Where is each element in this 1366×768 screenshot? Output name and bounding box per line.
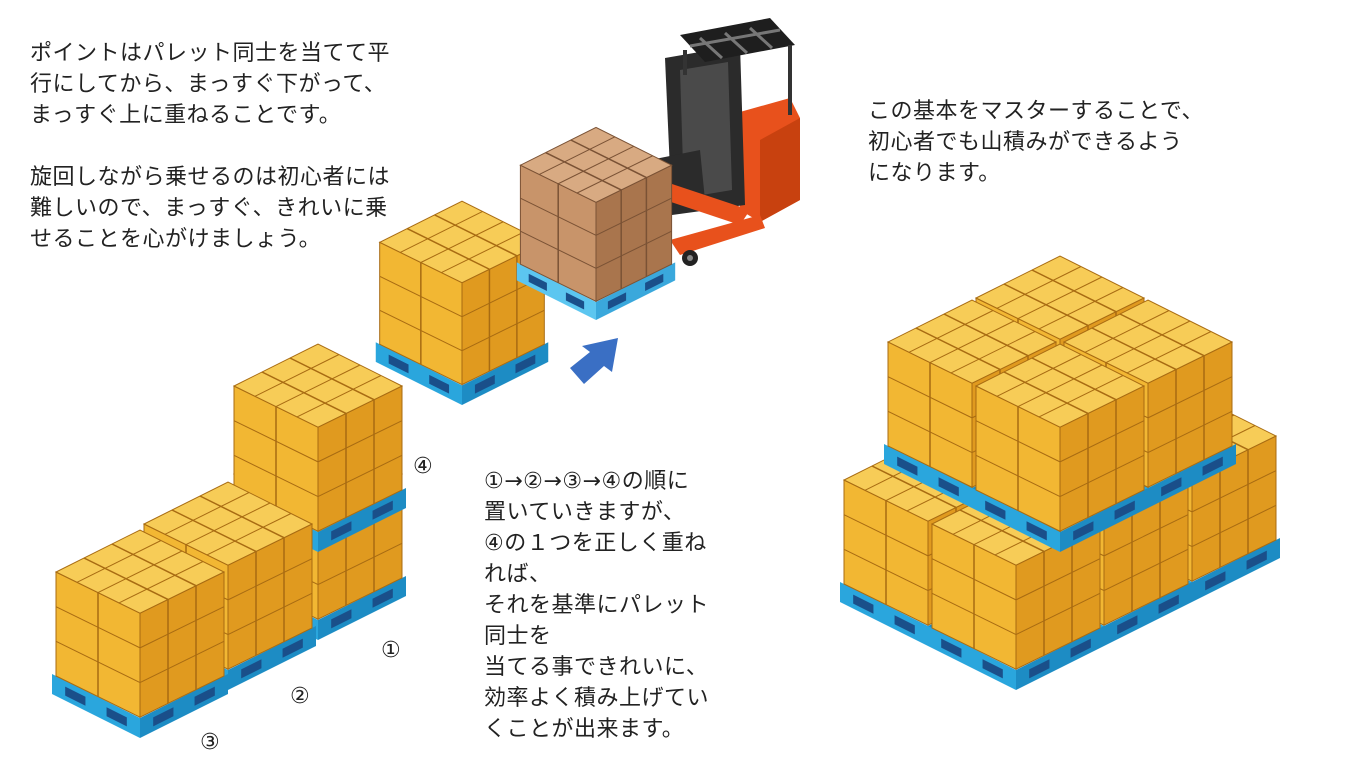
pallet-slot	[1202, 456, 1223, 476]
instruction-paragraph-2: 旋回しながら乗せるのは初心者には 難しいので、まっすぐ、きれいに乗 せることを心…	[30, 162, 390, 255]
pallet-slot	[565, 292, 585, 310]
pallet-slot	[938, 477, 959, 497]
pallet-slot	[474, 374, 495, 394]
pallet-slot	[282, 638, 303, 658]
pallet-slot	[1029, 659, 1050, 679]
pallet-slot	[1026, 521, 1047, 541]
text-line: 旋回しながら乗せるのは初心者には	[30, 165, 391, 190]
pallet-slot	[331, 521, 352, 541]
pallet-slot	[1161, 477, 1182, 497]
step-label-2: ②	[290, 684, 310, 709]
pallet-slot	[372, 500, 393, 520]
pallet-slot	[941, 638, 962, 658]
pallet-slot	[194, 686, 215, 706]
text-line: 初心者でも山積みができるよう	[868, 130, 1183, 155]
pallet-slot	[982, 659, 1003, 679]
text-line: この基本をマスターすることで、	[868, 99, 1204, 124]
text-line: 同士を	[484, 624, 552, 649]
text-line: ①→②→③→④の順に	[484, 469, 690, 494]
pallet-slot	[897, 456, 918, 476]
pallet-slot	[1114, 500, 1135, 520]
step-label-4: ④	[413, 454, 433, 479]
pallet-slot	[241, 659, 262, 679]
text-line: 難しいので、まっすぐ、きれいに乗	[30, 196, 388, 221]
pallet-slot	[985, 500, 1006, 520]
text-line: ポイントはパレット同士を当てて平	[30, 41, 391, 66]
text-line: 置いていきますが、	[484, 500, 686, 525]
overhead-guard	[680, 18, 795, 62]
text-line: れば、	[484, 562, 552, 587]
pallet-left-face	[375, 342, 462, 405]
stacked-pallets-result	[840, 255, 1280, 690]
pallet-slot	[1246, 550, 1267, 570]
step-label-3: ③	[200, 730, 220, 755]
pallet-slot	[607, 292, 627, 310]
text-line: くことが出来ます。	[484, 717, 685, 742]
fork-leg	[650, 180, 750, 225]
pallet-slot	[331, 609, 352, 629]
pallet-stack-sequence	[52, 343, 406, 738]
pallet-slot	[645, 273, 664, 291]
text-line: になります。	[868, 161, 1001, 186]
sequence-description: ①→②→③→④の順に 置いていきますが、 ④の１つを正しく重ね れば、 それを基…	[484, 466, 709, 745]
pallet-right-face	[1148, 444, 1236, 508]
pallet-slot	[372, 588, 393, 608]
pallet-slot	[429, 374, 450, 394]
pallet-slot	[1205, 571, 1226, 591]
text-line: まっすぐ上に重ねることです。	[30, 103, 342, 128]
pallet-with-boxes	[972, 343, 1148, 552]
instruction-paragraph-1: ポイントはパレット同士を当てて平 行にしてから、まっすぐ下がって、 まっすぐ上に…	[30, 38, 390, 131]
pallet-slot	[1117, 615, 1138, 635]
pallet-slot	[1070, 638, 1091, 658]
result-description: この基本をマスターすることで、 初心者でも山積みができるよう になります。	[868, 96, 1204, 189]
pallet-slot	[528, 273, 547, 291]
pallet-slot	[515, 354, 536, 374]
pallet-slot	[894, 615, 915, 635]
pallet-slot	[106, 707, 127, 727]
text-line: それを基準にパレット	[484, 593, 710, 618]
text-line: せることを心がけましょう。	[30, 227, 322, 252]
pallet-slot	[853, 594, 874, 614]
text-line: 効率よく積み上げてい	[484, 686, 710, 711]
cargo-pallet	[516, 126, 676, 320]
reach-forklift	[650, 18, 800, 266]
cargo-on-forks	[516, 126, 676, 320]
pallet-unit-3	[52, 529, 228, 738]
pallet-slot	[153, 707, 174, 727]
text-line: 当てる事できれいに、	[484, 655, 709, 680]
direction-arrow-icon	[570, 338, 618, 384]
pallet-slot	[65, 686, 86, 706]
text-line: ④の１つを正しく重ね	[484, 531, 707, 556]
step-label-1: ①	[381, 638, 401, 663]
pallet-right-face	[462, 342, 549, 405]
pallet-slot	[1073, 521, 1094, 541]
pallet-slot	[388, 354, 409, 374]
text-line: 行にしてから、まっすぐ下がって、	[30, 72, 387, 97]
pallet-slot	[1158, 594, 1179, 614]
